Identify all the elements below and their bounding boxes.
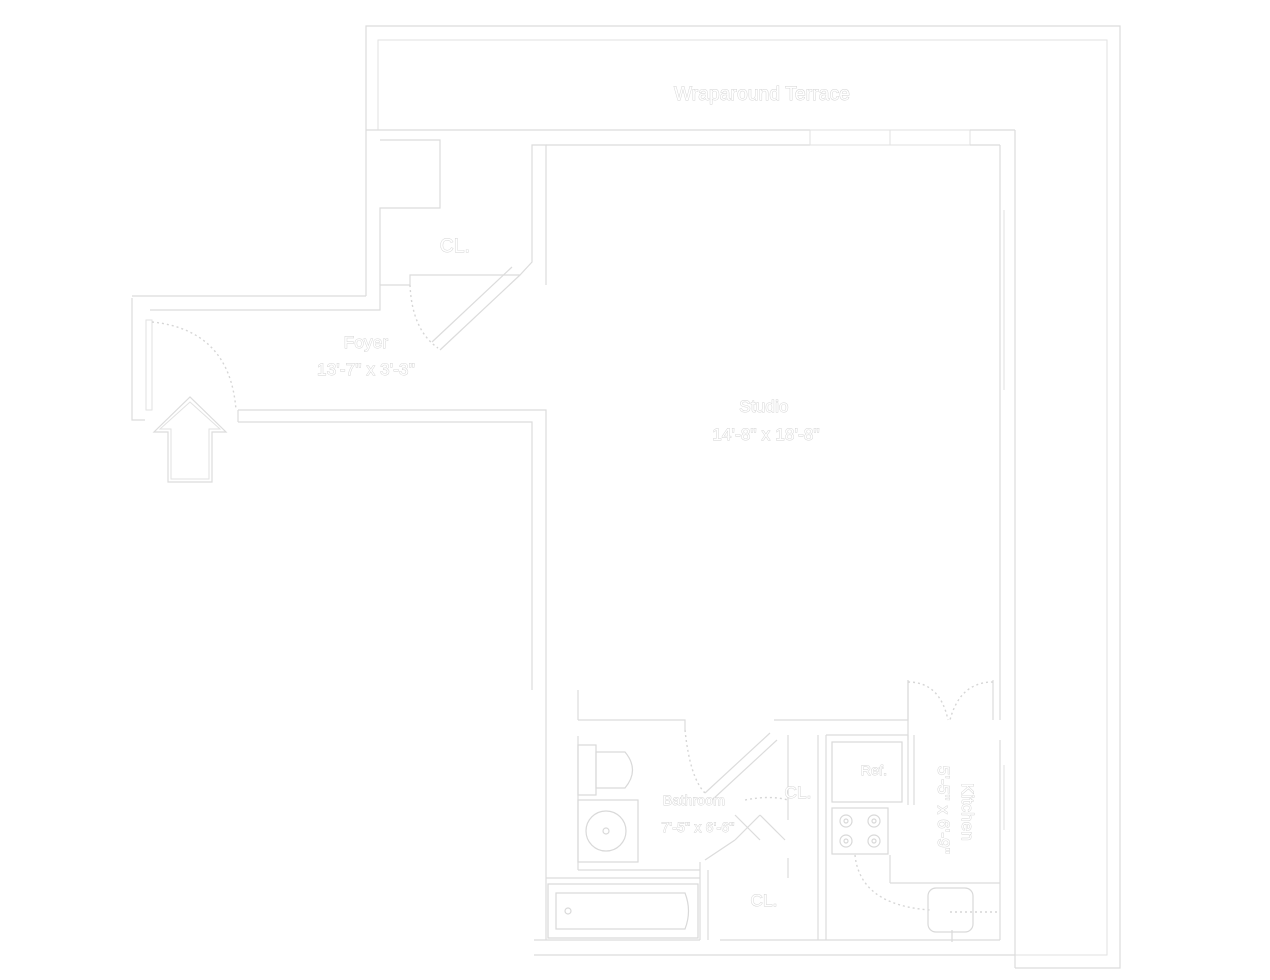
foyer-name: Foyer xyxy=(344,333,389,352)
bathtub xyxy=(547,883,699,939)
terrace: Wraparound Terrace xyxy=(365,25,1121,969)
toilet-tank xyxy=(577,744,597,796)
room-labels: Foyer 13'-7" x 3'-3" CL. Studio 14'-8" x… xyxy=(317,236,978,911)
sink-basin xyxy=(585,810,627,852)
terrace-label: Wraparound Terrace xyxy=(674,84,850,105)
closet-bottom-label: CL. xyxy=(750,891,777,910)
foyer-size: 13'-7" x 3'-3" xyxy=(317,360,415,379)
kitchen-name: Kitchen xyxy=(958,783,977,841)
closet-bath-label: CL. xyxy=(784,783,811,802)
bathroom-size: 7'-5" x 6'-6" xyxy=(661,819,734,835)
refrigerator xyxy=(831,741,903,803)
foyer-walls xyxy=(131,130,547,690)
studio-name: Studio xyxy=(739,397,788,416)
kitchen-fixtures xyxy=(831,741,974,942)
stove xyxy=(831,807,889,855)
sink-counter xyxy=(577,799,639,863)
studio-size: 14'-8" x 18'-8" xyxy=(712,425,820,444)
closet-foyer-label: CL. xyxy=(440,236,470,257)
toilet-bowl xyxy=(595,751,634,789)
kitchen-size: 5'-5" x 6'-9" xyxy=(934,766,953,854)
bathroom-name: Bathroom xyxy=(663,792,725,808)
entry-arrow-icon xyxy=(152,396,228,483)
refrigerator-label: Ref. xyxy=(861,762,887,778)
bathroom-fixtures xyxy=(547,744,699,939)
kitchen-sink xyxy=(927,887,974,933)
exterior-walls xyxy=(366,129,1016,968)
